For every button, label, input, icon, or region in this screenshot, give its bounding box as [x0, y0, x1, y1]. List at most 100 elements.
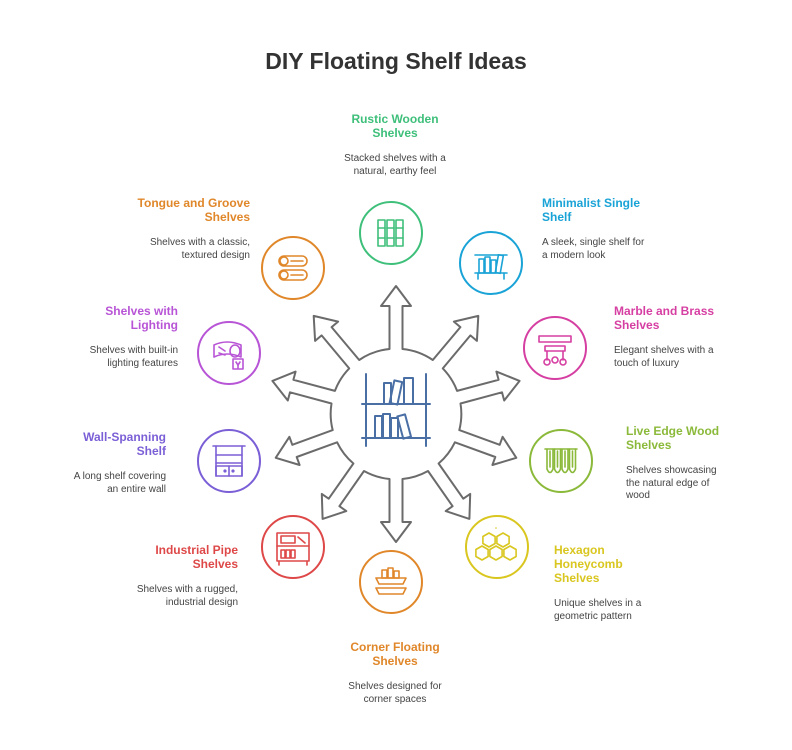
label-description-line: lighting features [107, 357, 178, 369]
label-description-line: a modern look [542, 249, 606, 261]
label-title-line: Shelves with [105, 304, 178, 318]
center-book [396, 413, 412, 440]
label-title-line: Hexagon [554, 543, 605, 557]
label-title-line: Lighting [130, 318, 178, 332]
node-circle [197, 321, 261, 385]
label-description-line: Unique shelves in a [554, 598, 642, 609]
label-description-line: corner spaces [363, 693, 427, 705]
wall-shelf-icon [212, 445, 246, 477]
label-title-line: Industrial Pipe [155, 543, 238, 557]
label-title-line: Rustic Wooden [351, 112, 439, 126]
center-book [403, 377, 414, 405]
pipe-shelf-icon [276, 532, 310, 566]
node-circle [261, 236, 325, 300]
node-lighting [197, 321, 261, 385]
label-description-line: Shelves with a classic, [149, 237, 250, 248]
node-circle [261, 515, 325, 579]
label-title-line: Shelf [136, 444, 166, 458]
label-description: Shelves with a classic,textured design [100, 237, 250, 262]
logs-icon [278, 255, 308, 281]
label-title-line: Shelves [626, 438, 672, 452]
label-title-line: Shelves [192, 557, 238, 571]
honeycomb-icon [475, 527, 517, 561]
label-title-line: Shelf [542, 210, 572, 224]
single-shelf-icon [474, 253, 508, 280]
label-description-line: Shelves with built-in [89, 345, 178, 356]
wood-edge-icon [544, 448, 578, 474]
label-title-line: Shelves [372, 654, 418, 668]
label-title-line: Honeycomb [554, 557, 623, 571]
node-minimalist [459, 231, 523, 295]
label-description-line: Shelves designed for [348, 681, 442, 692]
node-circle [359, 201, 423, 265]
label-description-line: Elegant shelves with a [614, 345, 714, 356]
label-description-line: Shelves showcasing [626, 465, 717, 476]
label-title-line: Marble and Brass [614, 304, 715, 318]
node-industrial [261, 515, 325, 579]
label-title-line: Corner Floating [350, 640, 440, 654]
arrow-ring-path [271, 285, 521, 543]
lighting-icon [213, 341, 244, 370]
label-description-line: touch of luxury [614, 357, 680, 369]
node-circle [359, 550, 423, 614]
node-circle [523, 316, 587, 380]
books-icon [377, 219, 404, 247]
label-description-line: industrial design [165, 596, 238, 608]
node-corner [359, 550, 423, 614]
label-description-line: Stacked shelves with a [344, 153, 446, 164]
label-title-line: Shelves [554, 571, 600, 585]
node-liveedge [529, 429, 593, 493]
label-title-line: Wall-Spanning [83, 430, 166, 444]
label-title-line: Shelves [372, 126, 418, 140]
arrow-ring [271, 285, 521, 543]
label-description-line: A long shelf covering [73, 471, 166, 482]
label-title-line: Tongue and Groove [137, 196, 250, 210]
node-marble [523, 316, 587, 380]
center-book [388, 379, 404, 406]
label-description-line: an entire wall [107, 483, 166, 495]
label-description-line: the natural edge of [626, 477, 710, 489]
marble-brass-icon [538, 335, 572, 366]
label-description-line: wood [626, 490, 650, 501]
node-circles [197, 201, 593, 614]
label-description-line: geometric pattern [554, 610, 632, 622]
label-description: Shelves with a rugged,industrial design [88, 584, 238, 609]
center-bookshelf-icon [361, 373, 431, 447]
page-title: DIY Floating Shelf Ideas [265, 48, 527, 74]
corner-shelf-icon [375, 567, 407, 595]
node-tongue [261, 236, 325, 300]
label-description-line: Shelves with a rugged, [136, 584, 238, 595]
node-circle [197, 429, 261, 493]
label-title-line: Live Edge Wood [626, 424, 720, 438]
label-title-line: Shelves [204, 210, 250, 224]
label-title-line: Shelves [614, 318, 660, 332]
node-wallspan [197, 429, 261, 493]
node-rustic [359, 201, 423, 265]
